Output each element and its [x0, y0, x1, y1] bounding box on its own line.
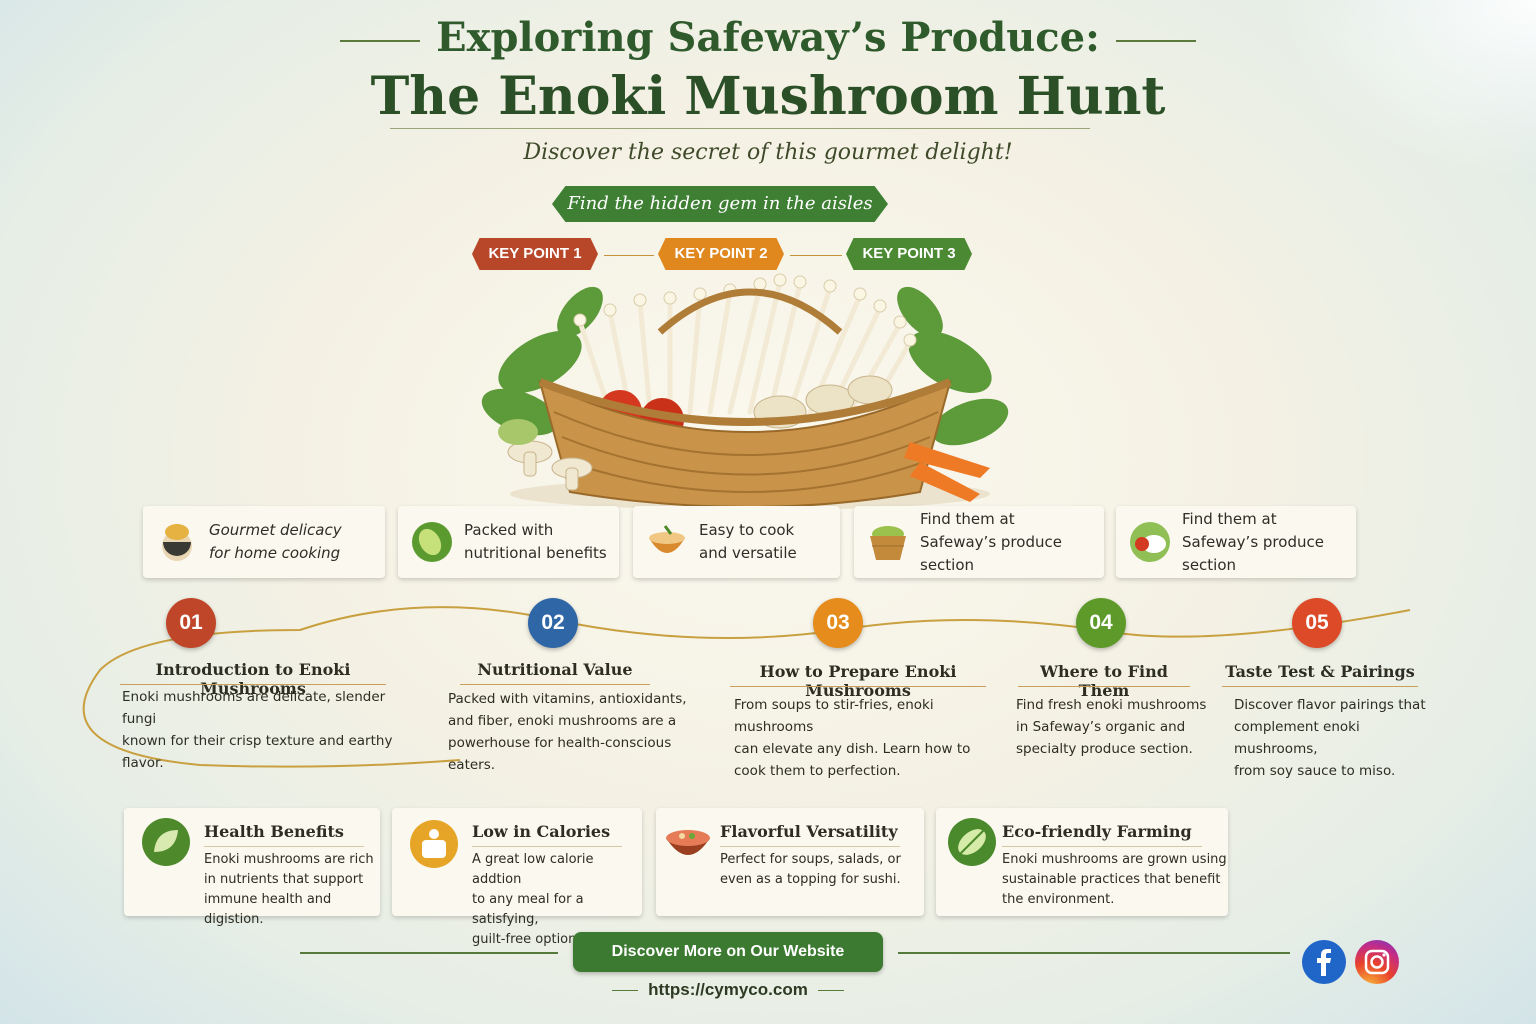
feature-line1: Find them at [1182, 509, 1277, 528]
step-desc-line: From soups to stir-fries, enoki mushroom… [734, 697, 934, 735]
step-desc-line: known for their crisp texture and earthy… [122, 733, 393, 771]
chef-icon [155, 520, 199, 564]
feature-line1: Packed with [464, 521, 554, 539]
card-rule [204, 846, 364, 847]
leaf-icon [410, 520, 454, 564]
step-number: 01 [166, 598, 216, 648]
step-desc-line: can elevate any dish. Learn how to [734, 741, 971, 757]
step-desc-line: Enoki mushrooms are delicate, slender fu… [122, 689, 386, 727]
step-rule [1018, 686, 1190, 687]
key-point-2: KEY POINT 2 [658, 238, 784, 270]
step-number: 03 [813, 598, 863, 648]
card-eco-friendly: Eco-friendly Farming Enoki mushrooms are… [936, 808, 1228, 916]
step-desc-line: Packed with vitamins, antioxidants, [448, 691, 687, 707]
title-underline [390, 128, 1090, 129]
step-rule [120, 684, 386, 685]
step-title: Nutritional Value [477, 660, 633, 679]
cta-rule-left [300, 952, 558, 954]
eco-leaf-icon [946, 816, 998, 868]
feature-nutrition: Packed with nutritional benefits [398, 506, 619, 578]
step-desc-line: cook them to perfection. [734, 763, 901, 779]
step-desc-line: Discover flavor pairings that [1234, 697, 1426, 713]
produce-icon [1128, 520, 1172, 564]
step-number: 04 [1076, 598, 1126, 648]
url-text[interactable]: https://cymyco.com [648, 980, 808, 999]
scale-icon [408, 818, 460, 870]
step-desc: Enoki mushrooms are delicate, slender fu… [122, 686, 412, 774]
card-title: Flavorful Versatility [720, 822, 898, 841]
feature-find-produce-2: Find them at Safeway’s produce section [1116, 506, 1356, 578]
ribbon-banner: Find the hidden gem in the aisles [552, 186, 888, 222]
card-title: Low in Calories [472, 822, 611, 841]
step-desc: From soups to stir-fries, enoki mushroom… [734, 694, 1004, 782]
step-title: Introduction to Enoki Mushrooms [155, 660, 351, 698]
step-title: Where to Find Them [1040, 662, 1168, 700]
step-rule [460, 684, 650, 685]
step-desc-line: from soy sauce to miso. [1234, 763, 1396, 779]
feature-line1: Gourmet delicacy [209, 521, 342, 539]
feature-line1: Find them at [920, 509, 1015, 528]
card-rule [720, 846, 900, 847]
feature-line2: and versatile [699, 544, 797, 562]
card-title: Eco-friendly Farming [1002, 822, 1192, 841]
key-point-connector [604, 255, 654, 256]
feature-line2: Safeway’s produce section [920, 532, 1062, 574]
step-number: 02 [528, 598, 578, 648]
instagram-icon[interactable] [1355, 940, 1399, 984]
card-rule [1002, 846, 1202, 847]
title-line1-text: Exploring Safeway’s Produce: [436, 14, 1100, 61]
key-point-3: KEY POINT 3 [846, 238, 972, 270]
step-desc: Discover flavor pairings that complement … [1234, 694, 1434, 782]
step-desc-line: specialty produce section. [1016, 741, 1193, 757]
mushroom-basket-illustration [480, 272, 1020, 512]
feature-line2: for home cooking [209, 544, 341, 562]
cta-rule-right [898, 952, 1290, 954]
step-rule [730, 686, 986, 687]
card-flavorful-versatility: Flavorful Versatility Perfect for soups,… [656, 808, 924, 916]
page-title-line2: The Enoki Mushroom Hunt [370, 66, 1166, 127]
feature-line2: nutritional benefits [464, 544, 607, 562]
step-desc-line: Find fresh enoki mushrooms [1016, 697, 1207, 713]
key-point-connector [790, 255, 842, 256]
step-desc: Find fresh enoki mushrooms in Safeway’s o… [1016, 694, 1216, 760]
facebook-icon[interactable] [1302, 940, 1346, 984]
step-title: How to Prepare Enoki Mushrooms [759, 662, 957, 700]
key-point-1: KEY POINT 1 [472, 238, 598, 270]
step-desc-line: powerhouse for health-conscious eaters. [448, 735, 672, 773]
feature-find-produce: Find them at Safeway’s produce section [854, 506, 1104, 578]
discover-more-button[interactable]: Discover More on Our Website [573, 932, 883, 972]
leaf-icon [140, 816, 192, 868]
step-desc-line: and fiber, enoki mushrooms are a [448, 713, 677, 729]
bowl-icon [645, 520, 689, 564]
sun-glow [1276, 0, 1536, 180]
feature-easy-cook: Easy to cook and versatile [633, 506, 840, 578]
card-title: Health Benefits [204, 822, 344, 841]
step-desc: Packed with vitamins, antioxidants, and f… [448, 688, 708, 776]
card-rule [472, 846, 622, 847]
website-url[interactable]: https://cymyco.com [0, 980, 1456, 1000]
step-desc-line: in Safeway’s organic and [1016, 719, 1186, 735]
bowl-icon [662, 816, 714, 868]
feature-line2: Safeway’s produce section [1182, 532, 1324, 574]
feature-gourmet: Gourmet delicacy for home cooking [143, 506, 385, 578]
step-number: 05 [1292, 598, 1342, 648]
title-rule-right [1115, 40, 1196, 42]
subtitle: Discover the secret of this gourmet deli… [523, 140, 1013, 165]
step-desc-line: complement enoki mushrooms, [1234, 719, 1360, 757]
card-low-calories: Low in Calories A great low calorie addt… [392, 808, 642, 947]
feature-line1: Easy to cook [699, 521, 795, 539]
step-title: Taste Test & Pairings [1225, 662, 1415, 681]
basket-icon [866, 520, 910, 564]
page-title-line1: Exploring Safeway’s Produce: [0, 14, 1536, 61]
card-health-benefits: Health Benefits Enoki mushrooms are rich… [124, 808, 380, 927]
title-rule-left [340, 40, 421, 42]
step-rule [1222, 686, 1418, 687]
